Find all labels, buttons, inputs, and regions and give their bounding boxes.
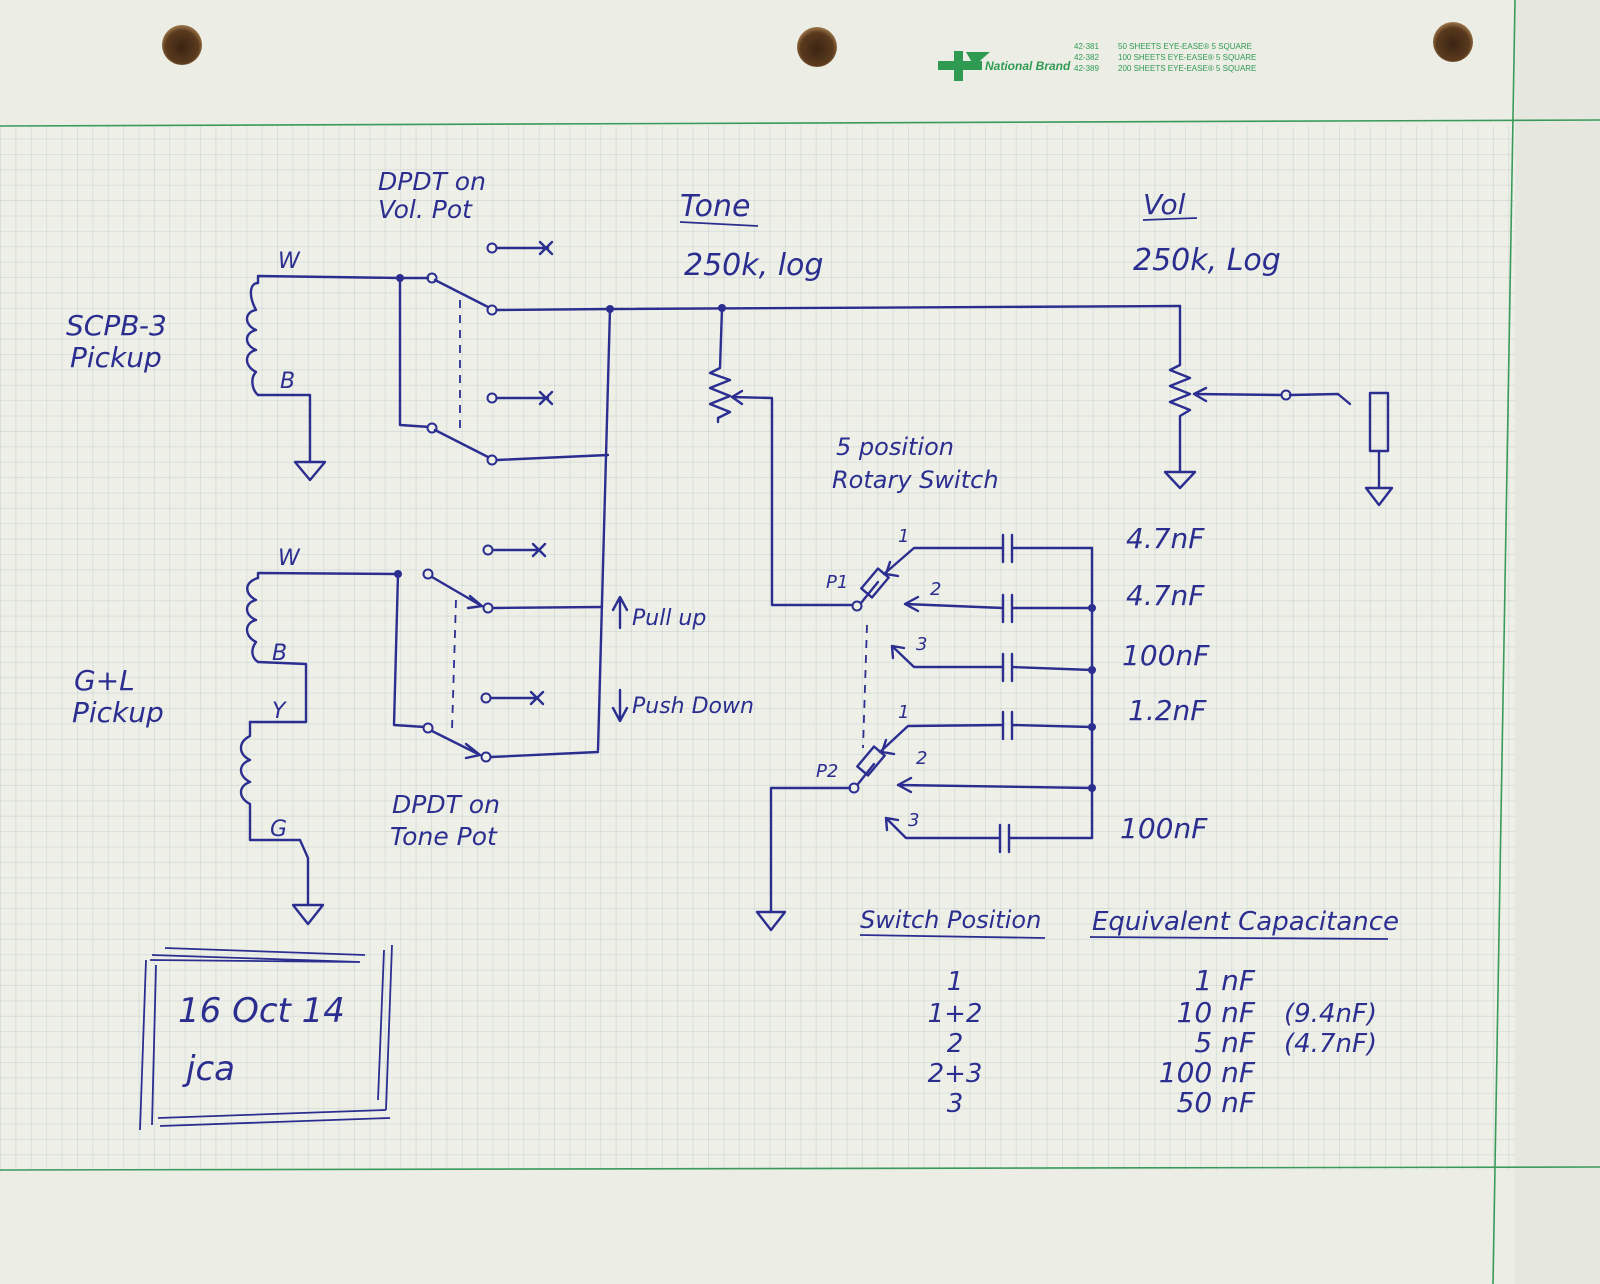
wire-w-2: W — [278, 546, 301, 571]
p1-position-2: 2 — [930, 579, 941, 600]
p1-label: P1 — [826, 572, 848, 593]
rotary-gang-line — [862, 624, 868, 749]
dpdt-vol-label-2: Vol. Pot — [378, 195, 473, 224]
top-margin — [0, 0, 1600, 126]
p2-position-2: 2 — [916, 748, 927, 769]
dpdt-tone-label-2: Tone Pot — [390, 822, 498, 851]
binder-hole-left — [162, 25, 202, 65]
vol-title: Vol — [1143, 188, 1186, 221]
bottom-margin — [0, 1170, 1600, 1284]
right-margin — [1515, 0, 1600, 1284]
pull-up-label: Pull up — [632, 606, 706, 631]
binder-hole-right — [1433, 22, 1473, 62]
common-bus — [596, 304, 1182, 752]
dpdt-tone-switch — [392, 542, 604, 763]
cap-2-label: 4.7nF — [1126, 579, 1205, 612]
brand-code-2: 42-382 — [1074, 53, 1099, 62]
output-jack-icon — [1364, 391, 1394, 507]
cap-3-label: 100nF — [1122, 639, 1210, 672]
rotary-switch-p1 — [851, 546, 1005, 669]
table-row-2-capacitance: 10 nF — [1177, 996, 1256, 1029]
wire-w-1: W — [278, 249, 301, 274]
pickup-2-coils — [239, 571, 400, 926]
dpdt-tone-label-1: DPDT on — [392, 790, 500, 819]
rotary-label-1: 5 position — [836, 433, 954, 461]
table-row-3-position: 2 — [947, 1029, 964, 1059]
pickup-2-label-1: G+L — [74, 664, 135, 697]
table-row-5-position: 3 — [947, 1089, 964, 1119]
pickup-2-label-2: Pickup — [72, 696, 164, 729]
p1-position-1: 1 — [898, 526, 909, 547]
vol-value: 250k, Log — [1133, 243, 1281, 278]
table-row-2-position: 1+2 — [928, 999, 983, 1029]
pickup-1-label-2: Pickup — [70, 341, 162, 374]
rotary-label-2: Rotary Switch — [832, 466, 999, 494]
table-row-4-capacitance: 100 nF — [1159, 1056, 1256, 1089]
table-row-3-note: (4.7nF) — [1284, 1029, 1377, 1059]
pull-push-arrows — [611, 595, 629, 723]
p1-position-3: 3 — [916, 634, 927, 655]
tone-title: Tone — [680, 189, 750, 224]
brand-code-3: 42-389 — [1074, 64, 1099, 73]
cap-4-label: 1.2nF — [1128, 694, 1207, 727]
cap-5-label: 100nF — [1120, 812, 1208, 845]
table-header-position: Switch Position — [860, 906, 1041, 934]
push-down-label: Push Down — [632, 694, 754, 719]
date-label: 16 Oct 14 — [178, 991, 345, 1031]
ground-icon — [755, 910, 787, 932]
brand-name: National Brand — [985, 59, 1071, 73]
table-row-2-note: (9.4nF) — [1284, 999, 1377, 1029]
initials-label: jca — [182, 1049, 235, 1089]
table-row-1-position: 1 — [947, 967, 964, 997]
table-row-5-capacitance: 50 nF — [1177, 1086, 1256, 1119]
table-row-4-position: 2+3 — [928, 1059, 983, 1089]
rotary-switch-p2 — [755, 723, 1094, 932]
wire-b-1: B — [280, 369, 295, 394]
p2-label: P2 — [816, 761, 838, 782]
p2-position-1: 1 — [898, 702, 909, 723]
pickup-1-label-1: SCPB-3 — [66, 309, 167, 342]
ground-icon — [291, 903, 325, 926]
table-row-3-capacitance: 5 nF — [1194, 1026, 1255, 1059]
wire-g-2: G — [270, 817, 287, 842]
capacitor-bank — [998, 533, 1096, 854]
underlines — [679, 217, 1389, 940]
tone-value: 250k, log — [684, 248, 823, 283]
dpdt-vol-label-1: DPDT on — [378, 167, 486, 196]
p2-position-3: 3 — [908, 810, 919, 831]
table-header-capacitance: Equivalent Capacitance — [1092, 907, 1399, 937]
date-box — [139, 944, 393, 1131]
switch-table: 1 1 nF 1+2 10 nF (9.4nF) 2 5 nF (4.7nF) … — [928, 964, 1378, 1119]
ground-icon — [293, 460, 327, 482]
brand-desc-3: 200 SHEETS EYE-EASE® 5 SQUARE — [1118, 64, 1257, 73]
labels: DPDT on Vol. Pot Tone 250k, log Vol 250k… — [66, 167, 1399, 1089]
wire-b-2: B — [272, 641, 287, 666]
pickup-1-coil — [245, 274, 402, 482]
binder-hole-center — [797, 27, 837, 67]
tone-pot — [708, 306, 854, 607]
brand-desc-2: 100 SHEETS EYE-EASE® 5 SQUARE — [1118, 53, 1257, 62]
dpdt-vol-switch — [396, 240, 612, 466]
brand-logo-icon — [938, 51, 990, 81]
brand-desc-1: 50 SHEETS EYE-EASE® 5 SQUARE — [1118, 42, 1252, 51]
volume-pot — [1163, 304, 1352, 490]
brand-code-1: 42-381 — [1074, 42, 1099, 51]
table-row-1-capacitance: 1 nF — [1194, 964, 1255, 997]
wire-y-2: Y — [272, 699, 287, 724]
cap-1-label: 4.7nF — [1126, 522, 1205, 555]
ground-icon — [1163, 470, 1197, 490]
